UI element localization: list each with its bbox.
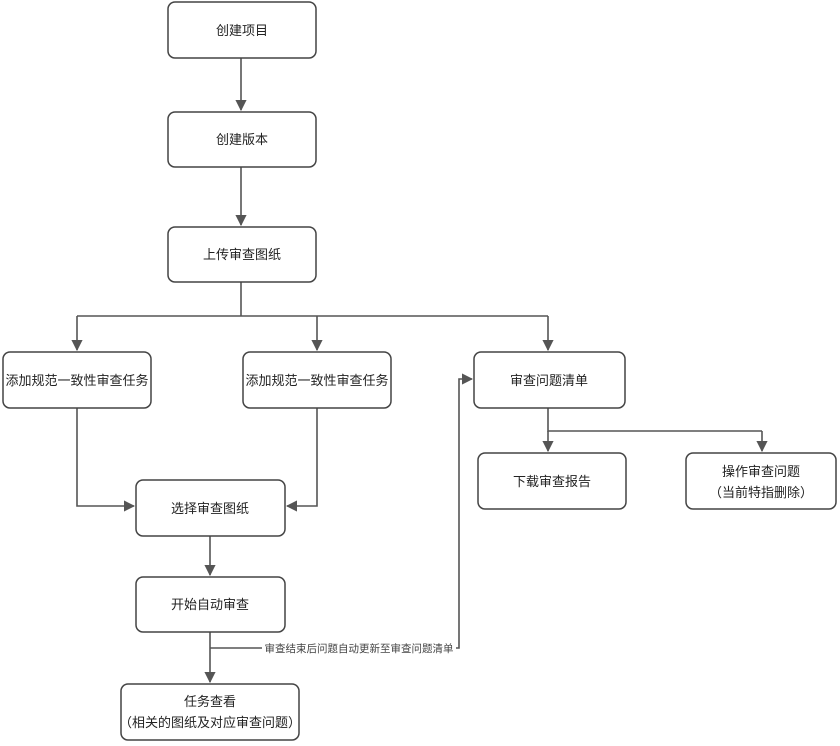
node-operate-issues-label-line2: （当前特指删除） xyxy=(709,485,813,501)
node-operate-issues[interactable]: 操作审查问题 （当前特指删除） xyxy=(685,452,837,510)
node-select-drawings-label: 选择审查图纸 xyxy=(171,502,249,517)
node-add-task-2[interactable]: 添加规范一致性审查任务 xyxy=(242,351,392,409)
node-start-auto-review[interactable]: 开始自动审查 xyxy=(135,576,286,633)
node-upload-drawings-label: 上传审查图纸 xyxy=(203,248,281,263)
edges xyxy=(71,58,768,684)
node-add-task-2-label: 添加规范一致性审查任务 xyxy=(245,373,388,389)
node-operate-issues-label-line1: 操作审查问题 xyxy=(722,464,800,480)
node-create-version-label: 创建版本 xyxy=(216,133,268,148)
node-start-auto-review-label: 开始自动审查 xyxy=(171,598,249,613)
node-issue-list-label: 审查问题清单 xyxy=(510,374,588,389)
edge-add-task-1-to-select xyxy=(76,408,136,512)
node-select-drawings[interactable]: 选择审查图纸 xyxy=(135,479,286,537)
node-download-report-label: 下载审查报告 xyxy=(513,475,591,490)
node-task-view-label-line1: 任务查看 xyxy=(184,694,236,710)
edge-label-auto-update: 审查结束后问题自动更新至审查问题清单 xyxy=(265,642,454,655)
node-create-project-label: 创建项目 xyxy=(216,24,268,39)
edge-issue-list-branch xyxy=(547,408,762,432)
node-add-task-1-label: 添加规范一致性审查任务 xyxy=(5,373,148,389)
node-create-project[interactable]: 创建项目 xyxy=(167,1,317,59)
node-upload-drawings[interactable]: 上传审查图纸 xyxy=(167,226,317,283)
node-create-version[interactable]: 创建版本 xyxy=(167,111,317,168)
node-issue-list[interactable]: 审查问题清单 xyxy=(473,351,626,409)
edge-label-background xyxy=(262,640,456,656)
node-task-view-label-line2: （相关的图纸及对应审查问题） xyxy=(119,715,301,731)
node-download-report[interactable]: 下载审查报告 xyxy=(477,452,627,510)
node-task-view[interactable]: 任务查看 （相关的图纸及对应审查问题） xyxy=(119,683,301,741)
edge-add-task-2-to-select xyxy=(285,408,318,512)
node-add-task-1[interactable]: 添加规范一致性审查任务 xyxy=(2,351,152,409)
